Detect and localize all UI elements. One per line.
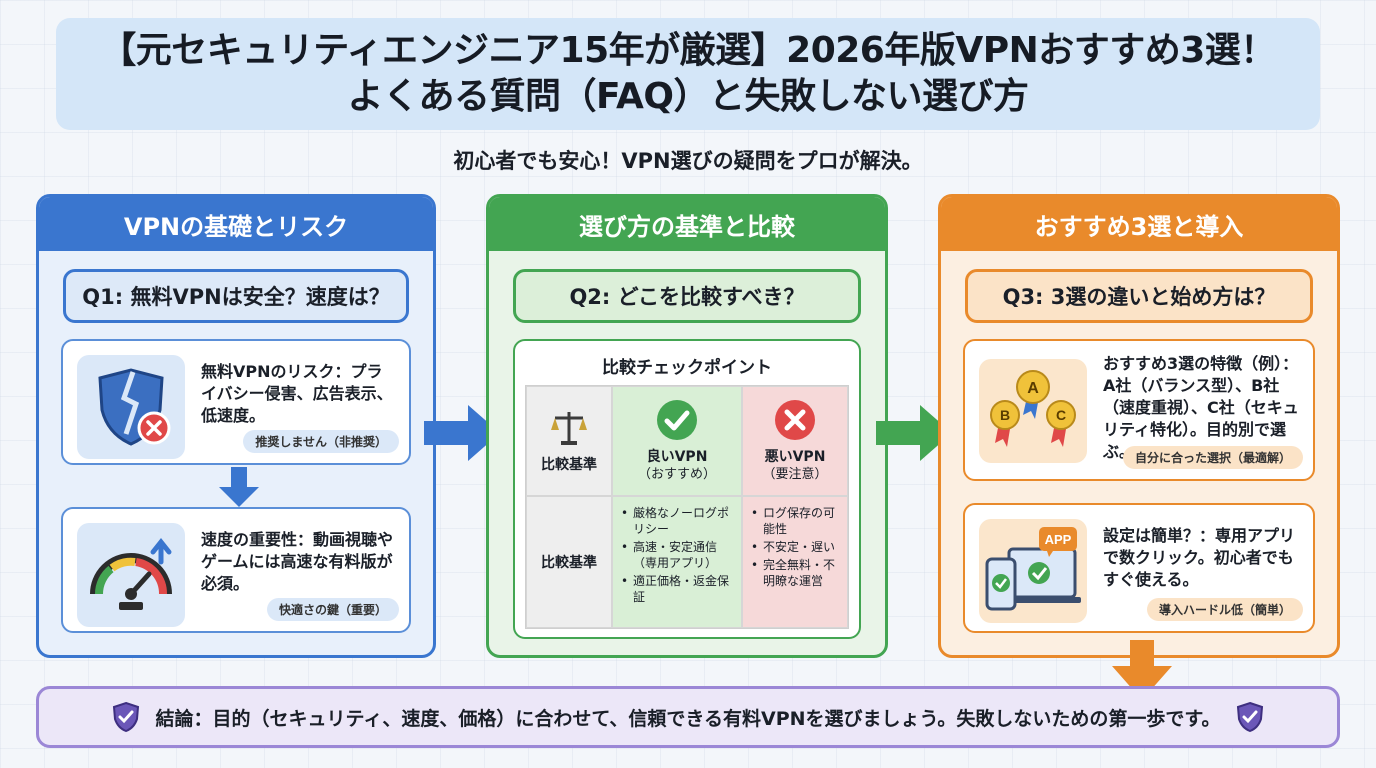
app-label: APP [1045,532,1072,547]
criteria-header: 比較基準 [526,386,612,496]
arrow-down-icon [217,467,261,511]
subtitle: 初心者でも安心！VPN選びの疑問をプロが解決。 [453,149,923,173]
card-speed-importance: 速度の重要性：動画視聴やゲームには高速な有料版が必須。 快適さの鍵（重要） [61,507,411,633]
card-easy-setup: APP 設定は簡単？：専用アプリで数クリック。初心者でもすぐ使える。 導入ハード… [963,503,1315,633]
question-q3: Q3: 3選の違いと始め方は？ [965,269,1313,323]
arrow-right-icon [424,405,500,465]
list-item: 高速・安定通信（専用アプリ） [621,539,735,571]
good-vpn-sub: （おすすめ） [637,467,716,482]
criteria-label: 比較基準 [541,555,597,571]
comparison-table: 比較基準 良いVPN （おすすめ） 悪いVPN （要注意） 比較基準 [525,385,849,629]
shield-check-icon [113,701,140,733]
list-item: 完全無料・不明瞭な運営 [751,557,841,589]
conclusion-banner: 結論：目的（セキュリティ、速度、価格）に合わせて、信頼できる有料VPNを選びまし… [36,686,1340,748]
criteria-row-label: 比較基準 [526,496,612,628]
bad-vpn-header: 悪いVPN （要注意） [742,386,848,496]
card-text: 速度の重要性：動画視聴やゲームには高速な有料版が必須。 [201,530,394,593]
status-tag: 快適さの鍵（重要） [266,598,399,621]
comparison-card: 比較チェックポイント 比較基準 良いVPN （おすすめ） [513,339,861,639]
medal-c-label: C [1056,407,1066,423]
title-line-1: 【元セキュリティエンジニア15年が厳選】2026年版VPNおすすめ3選！ [100,30,1276,71]
check-circle-icon [657,400,697,440]
card-top3-features: A B C おすすめ3選の特徴（例）：A社（バランス型）、B社（速度重視）、C社… [963,339,1315,481]
broken-shield-icon [77,355,185,459]
app-devices-icon: APP [979,519,1087,623]
arrow-right-icon [876,405,952,465]
x-circle-icon [775,400,815,440]
good-vpn-list: 厳格なノーログポリシー 高速・安定通信（専用アプリ） 適正価格・返金保証 [612,496,742,628]
shield-check-icon [1236,701,1263,733]
title-line-2: よくある質問（FAQ）と失敗しない選び方 [347,76,1029,117]
conclusion-text: 結論：目的（セキュリティ、速度、価格）に合わせて、信頼できる有料VPNを選びまし… [155,707,1221,730]
column-header: 選び方の基準と比較 [489,197,885,251]
list-item: 厳格なノーログポリシー [621,505,735,537]
bad-vpn-title: 悪いVPN [764,449,826,465]
list-item: ログ保存の可能性 [751,505,841,537]
question-q2: Q2: どこを比較すべき？ [513,269,861,323]
good-vpn-title: 良いVPN [646,449,708,465]
scale-icon [551,412,587,445]
card-text: 無料VPNのリスク：プライバシー侵害、広告表示、低速度。 [201,362,393,425]
question-q1: Q1: 無料VPNは安全？速度は？ [63,269,409,323]
column-selection-criteria: 選び方の基準と比較 Q2: どこを比較すべき？ 比較チェックポイント 比較基準 [486,194,888,658]
comparison-title: 比較チェックポイント [602,358,772,378]
card-free-vpn-risk: 無料VPNのリスク：プライバシー侵害、広告表示、低速度。 推奨しません（非推奨） [61,339,411,465]
medal-b-label: B [1000,407,1010,423]
column-header: VPNの基礎とリスク [39,197,433,251]
column-recommendations: おすすめ3選と導入 Q3: 3選の違いと始め方は？ A B C おすすめ3選の特… [938,194,1340,658]
column-header: おすすめ3選と導入 [941,197,1337,251]
award-medals-icon: A B C [979,359,1087,463]
arrow-down-icon [1110,640,1174,704]
title-banner: 【元セキュリティエンジニア15年が厳選】2026年版VPNおすすめ3選！ よくあ… [56,18,1320,130]
column-vpn-basics: VPNの基礎とリスク Q1: 無料VPNは安全？速度は？ 無料VPNのリスク：プ… [36,194,436,658]
speedometer-icon [77,523,185,627]
list-item: 不安定・遅い [751,539,841,555]
bad-vpn-list: ログ保存の可能性 不安定・遅い 完全無料・不明瞭な運営 [742,496,848,628]
bad-vpn-sub: （要注意） [762,467,828,482]
status-tag: 推奨しません（非推奨） [243,430,399,453]
card-text: おすすめ3選の特徴（例）：A社（バランス型）、B社（速度重視）、C社（セキュリテ… [1103,354,1299,461]
status-tag: 自分に合った選択（最適解） [1122,446,1303,469]
criteria-label: 比較基準 [541,457,597,473]
card-text: 設定は簡単？：専用アプリで数クリック。初心者でもすぐ使える。 [1103,526,1296,589]
list-item: 適正価格・返金保証 [621,573,735,605]
medal-a-label: A [1027,380,1039,397]
status-tag: 導入ハードル低（簡単） [1146,598,1303,621]
good-vpn-header: 良いVPN （おすすめ） [612,386,742,496]
